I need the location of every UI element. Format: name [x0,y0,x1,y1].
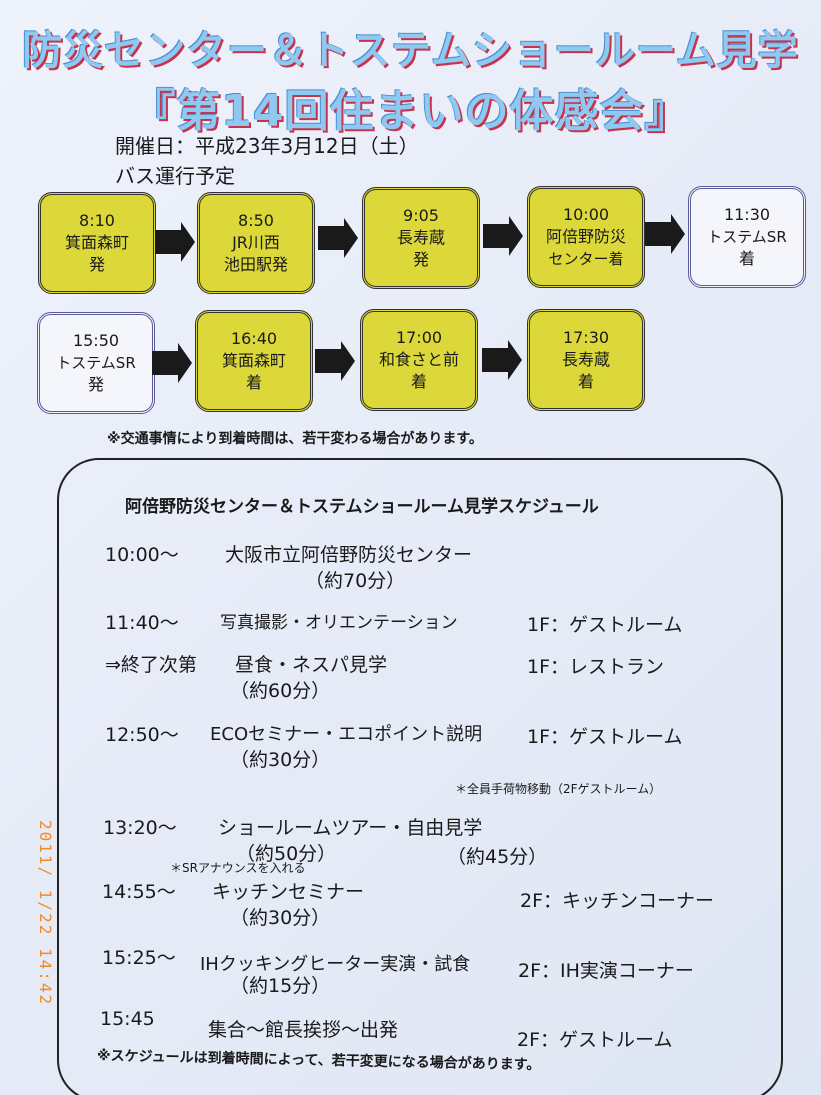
item-duration: （約50分） [236,843,337,865]
item-activity: ECOセミナー・エコポイント説明 [210,724,483,745]
arrow-right-icon [483,216,523,256]
bus-label: バス運行予定 [115,164,235,188]
bus-stop-box: 17:30 長寿蔵着 [527,309,645,411]
stop-action: 発 [87,375,104,394]
stop-place: 箕面森町 [64,233,129,252]
date-stamp: 2011/ 1/22 14:42 [36,820,55,1007]
item-location: 1F：レストラン [527,656,665,678]
schedule-panel [57,458,783,1095]
stop-time: 15:50 [72,331,120,350]
item-time: 14:55～ [102,881,176,903]
arrow-right-icon [482,340,522,380]
title-line2: 『第14回住まいの体感会』 [131,86,690,137]
item-location: 1F：ゲストルーム [527,614,683,636]
item-location: 2F：キッチンコーナー [520,890,715,912]
item-activity: IHクッキングヒーター実演・試食 [200,954,471,975]
item-location: 2F：ゲストルーム [517,1029,673,1051]
item-activity: 大阪市立阿倍野防災センター [225,544,473,566]
item-location: 2F：IH実演コーナー [518,960,694,982]
stop-place: JR川西 [232,233,280,252]
stop-action: 着 [410,372,427,391]
bus-stop-box: 11:30 トステムSR 着 [688,186,806,288]
stop-time: 11:30 [723,205,771,224]
item-activity: ショールームツアー・自由見学 [218,817,483,839]
item-activity: 集合～館長挨拶～出発 [208,1019,399,1041]
stop-time: 17:00 [395,328,443,347]
arrow-right-icon [645,214,685,254]
item-activity: キッチンセミナー [212,881,365,903]
stop-time: 8:50 [238,211,274,230]
stop-place: 和食さと前 [378,350,459,369]
item-time: 12:50～ [105,724,179,746]
arrow-right-icon [155,222,195,262]
stop-place: トステムSR [56,354,136,372]
stop-place: トステムSR [707,228,787,246]
stop-place: 長寿蔵 [561,350,610,369]
item-activity: 昼食・ネスパ見学 [235,654,388,676]
item-time: ⇒終了次第 [105,654,197,676]
bus-stop-box: 8:10 箕面森町発 [38,192,156,294]
bus-stop-box: 9:05 長寿蔵発 [362,187,480,289]
traffic-note: ※交通事情により到着時間は、若干変わる場合があります。 [107,431,483,447]
stop-action: 着 [738,249,755,268]
item-time: 11:40～ [105,612,179,634]
arrow-right-icon [315,341,355,381]
stop-time: 8:10 [79,211,115,230]
stop-action: 着 [577,372,594,391]
title-line1: 防災センター＆トステムショールーム見学 [22,28,799,74]
stop-place: 阿倍野防災 [545,227,626,246]
arrow-right-icon [152,343,192,383]
item-duration: （約30分） [230,749,331,771]
item-duration: （約70分） [305,570,406,592]
bus-stop-box: 17:00 和食さと前着 [360,309,478,411]
sr-note: ＊SRアナウンスを入れる [170,861,306,875]
stop-time: 16:40 [230,329,278,348]
item-time: 15:25～ [102,947,176,969]
item-activity: 写真撮影・オリエンテーション [220,613,458,633]
item-time: 13:20～ [103,817,177,839]
stop-time: 9:05 [403,206,439,225]
item-time: 15:45 [100,1008,155,1030]
stop-place: 長寿蔵 [396,228,445,247]
stop-action: 発 [88,255,105,274]
schedule-title: 阿倍野防災センター＆トステムショールーム見学スケジュール [125,497,599,517]
stop-action: センター着 [548,250,624,268]
item-duration: （約15分） [230,975,331,997]
stop-time: 10:00 [562,205,610,224]
stop-place: 箕面森町 [221,351,286,370]
item-duration-2: （約45分） [447,846,548,868]
item-location: 1F：ゲストルーム [527,726,683,748]
stop-action: 発 [412,250,429,269]
item-duration: （約60分） [230,680,331,702]
bus-stop-box: 15:50 トステムSR 発 [37,312,155,414]
event-date: 開催日：平成23年3月12日（土） [115,134,419,158]
stop-action: 池田駅発 [223,255,288,274]
bus-stop-box: 10:00 阿倍野防災センター着 [527,186,645,288]
luggage-note: ＊全員手荷物移動（2Fゲストルーム） [455,782,662,796]
arrow-right-icon [318,218,358,258]
stop-action: 着 [245,373,262,392]
bus-stop-box: 16:40 箕面森町着 [195,310,313,412]
stop-time: 17:30 [562,328,610,347]
item-time: 10:00～ [105,544,179,566]
item-duration: （約30分） [230,907,331,929]
